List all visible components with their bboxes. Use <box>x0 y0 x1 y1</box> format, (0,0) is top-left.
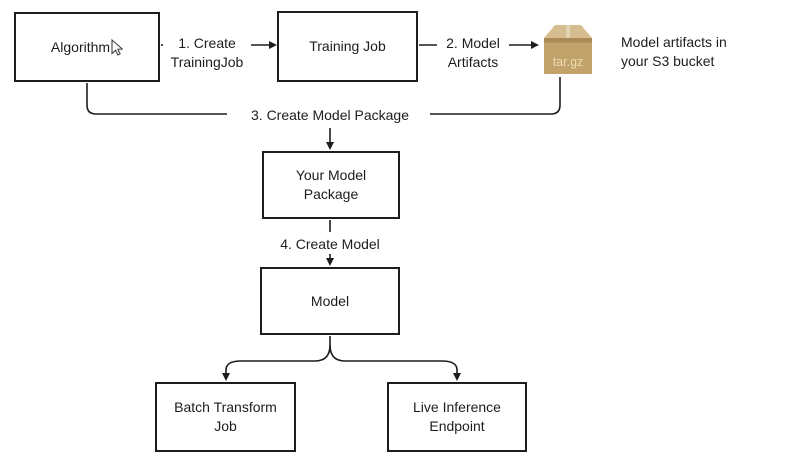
model-node: Model <box>260 267 400 335</box>
s3-bucket-note: Model artifacts in your S3 bucket <box>621 33 771 71</box>
batch-transform-label-line1: Batch Transform <box>174 399 277 415</box>
edge-label-step2: 2. Model Artifacts <box>437 34 509 72</box>
edge-step2-arrowhead <box>531 41 539 49</box>
edge-label-step2-line2: Artifacts <box>447 54 499 70</box>
mouse-cursor-icon <box>111 38 124 56</box>
edge-branch-right <box>329 344 458 373</box>
model-label: Model <box>310 292 350 309</box>
edge-step3-from-algorithm <box>86 83 227 115</box>
your-model-package-node: Your Model Package <box>262 151 400 219</box>
edge-branch-left <box>225 336 331 373</box>
edge-label-step1: 1. Create TrainingJob <box>163 34 251 72</box>
edge-label-step4: 4. Create Model <box>270 235 390 254</box>
algorithm-node: Algorithm <box>14 12 160 82</box>
training-job-node: Training Job <box>277 11 418 82</box>
training-job-label: Training Job <box>309 38 386 54</box>
your-model-package-label-line1: Your Model <box>295 167 367 183</box>
algorithm-label: Algorithm <box>50 38 111 55</box>
batch-transform-job-node: Batch Transform Job <box>155 382 296 452</box>
batch-transform-label-line2: Job <box>214 418 237 434</box>
edge-step1-arrowhead <box>269 41 277 49</box>
edge-label-step1-line2: TrainingJob <box>170 54 244 70</box>
package-tape-strip <box>566 25 570 38</box>
edge-label-step1-line1: 1. Create <box>178 35 236 51</box>
edge-branch-left-arrowhead <box>222 373 230 381</box>
your-model-package-label-line2: Package <box>303 186 359 202</box>
edge-step3-from-artifacts <box>424 77 561 115</box>
package-front-face <box>544 38 592 74</box>
edge-label-step4-text: 4. Create Model <box>280 236 380 252</box>
targz-package-icon: tar.gz <box>544 25 592 74</box>
s3-bucket-note-line1: Model artifacts in <box>621 34 727 50</box>
live-inference-label-line2: Endpoint <box>429 418 485 434</box>
live-inference-label-line1: Live Inference <box>413 399 501 415</box>
package-label-text: tar.gz <box>553 55 584 69</box>
edge-label-step2-line1: 2. Model <box>446 35 500 51</box>
edge-step4-arrowhead <box>326 258 334 266</box>
edge-label-step3-text: 3. Create Model Package <box>251 107 409 123</box>
s3-bucket-note-line2: your S3 bucket <box>621 53 715 69</box>
edge-step3-arrowhead <box>326 142 334 150</box>
edge-branch-right-arrowhead <box>453 373 461 381</box>
live-inference-endpoint-node: Live Inference Endpoint <box>387 382 527 452</box>
edge-label-step3: 3. Create Model Package <box>230 106 430 125</box>
package-rim <box>544 38 592 43</box>
